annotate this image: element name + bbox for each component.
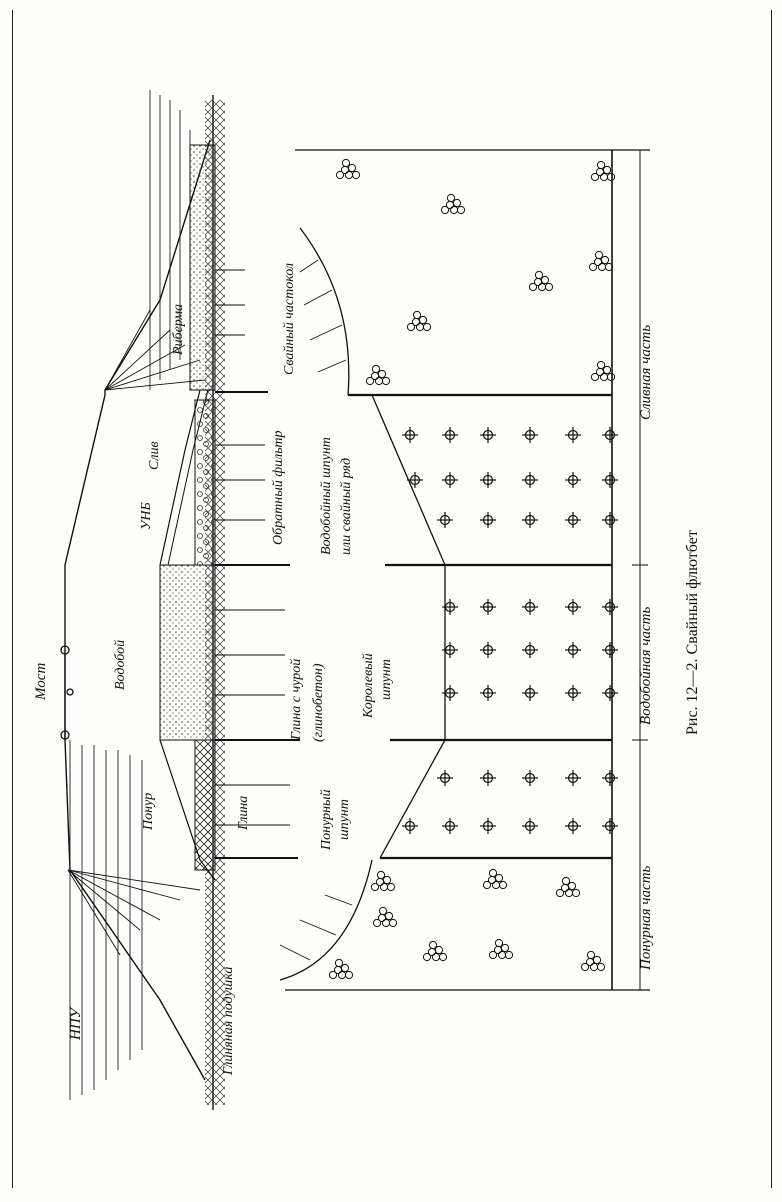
label-korolevyi-shpunt: шпунт [379,659,394,700]
section-piles [215,269,290,826]
ponur-arc [279,859,373,981]
plan-wing-walls [371,394,446,859]
dimension-line [632,149,648,991]
vodoboi-slab [159,564,216,741]
label-riberma: Риберма [171,304,186,356]
section-drawing [60,90,300,1110]
figure-caption: Рис. 12—2. Свайный флютбет [684,530,701,735]
label-unb: УНБ [139,502,154,530]
filter-layer [194,399,216,566]
label-ponur: Понур [141,793,156,831]
riberma-layer [189,144,216,391]
stone-clusters [328,158,616,980]
label-sliv: Слив [147,441,162,470]
pile-grid [401,426,619,835]
sliv-slope-inner [167,389,209,566]
page-frame [12,10,772,1188]
plan-drawing [279,149,650,991]
glina-layer [194,739,216,871]
label-vodoboinyi-shpunt: Водобойный шпунт [319,437,334,555]
label-glinyanaya-podushka: Глиняная подушка [221,967,236,1076]
svainyi-chastokol-arc [299,227,350,396]
plan-sheet-piles [348,393,612,860]
label-glina: Глина [236,796,251,831]
label-obratnyi-filtr: Обратный фильтр [271,430,286,545]
ponur-arc-ticks [279,894,353,961]
label-svainyi-chastokol: Свайный частокол [282,263,297,375]
ponur-slope [159,739,216,881]
upstream-fan [67,869,201,956]
downstream-fan [104,309,206,391]
label-npu: НПУ [68,1006,84,1041]
label-korolevyi: Королевый [361,653,376,719]
label-ponurnyi-shpunt: шпунт [337,799,352,840]
label-ili-svainyi-ryad: или свайный ряд [339,458,354,555]
upstream-water [69,740,143,1100]
label-most: Мост [33,663,49,701]
sliv-slope [159,389,201,566]
chastokol-ticks [299,259,347,373]
label-glinobeton: (глинобетон) [311,663,326,742]
label-vodoboinaya-chast: Водобойная часть [638,606,654,725]
label-glina-s-churoi: Глина с чурой [289,659,304,741]
label-ponurnyi: Понурный [319,789,334,851]
bridge [60,645,74,740]
label-ponurnaya-chast: Понурная часть [638,865,654,971]
label-slivnaya-chast: Сливная часть [638,325,654,420]
dam-outline [64,139,211,1081]
labels: НПУ УНБ Мост Риберма Слив Водобой Понур … [33,263,701,1076]
section-sheet-piles [215,391,300,859]
label-vodoboi: Водобой [113,640,128,690]
